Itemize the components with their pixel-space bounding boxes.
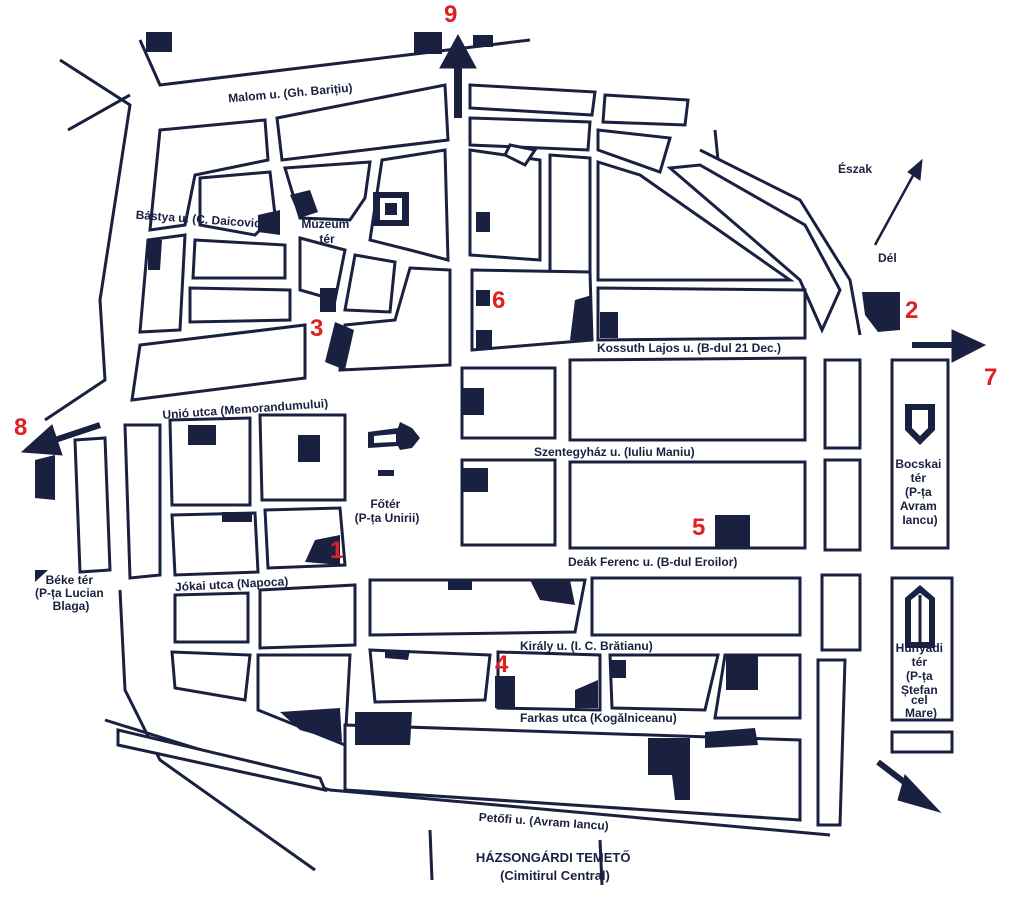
street-label-malom: Malom u. (Gh. Barițiu) xyxy=(228,81,353,106)
arrow-north-icon xyxy=(439,33,477,118)
buildings xyxy=(35,32,900,800)
street-label-szentegyhaz: Szentegyház u. (Iuliu Maniu) xyxy=(534,445,695,459)
square-label-muzeum: Múzeum tér xyxy=(301,217,352,246)
square-label-bocskai: Bocskai tér (P-ța Avram Iancu) xyxy=(895,457,944,527)
marker-6: 6 xyxy=(492,287,505,314)
street-label-deak: Deák Ferenc u. (B-dul Eroilor) xyxy=(568,555,737,569)
marker-7: 7 xyxy=(984,364,997,391)
street-label-kiraly: Király u. (I. C. Brătianu) xyxy=(520,639,653,653)
square-label-hunyadi: Hunyadi tér (P-ța Ștefan cel Mare) xyxy=(896,641,947,720)
street-label-kossuth: Kossuth Lajos u. (B-dul 21 Dec.) xyxy=(597,341,781,355)
compass-arrow-icon xyxy=(873,158,923,246)
cemetery-label: HÁZSONGÁRDI TEMETŐ (Cimitirul Central) xyxy=(476,850,634,883)
compass-north-label: Észak xyxy=(838,161,872,176)
square-label-foter: Főtér (P-ța Unirii) xyxy=(355,497,420,525)
arrow-west-icon xyxy=(20,422,101,456)
square-label-beke: Béke tér (P-ța Lucian Blaga) xyxy=(35,573,107,613)
marker-3: 3 xyxy=(310,315,323,342)
arrow-east-icon xyxy=(912,329,987,363)
church-icon xyxy=(368,422,420,450)
street-label-farkas: Farkas utca (Kogălniceanu) xyxy=(520,711,677,725)
street-blocks xyxy=(73,83,954,827)
museum-monument xyxy=(373,192,409,226)
marker-4: 4 xyxy=(495,651,509,678)
street-label-jokai: Jókai utca (Napoca) xyxy=(175,574,289,594)
marker-2: 2 xyxy=(905,297,918,324)
hunyadi-church-icon xyxy=(905,585,935,648)
marker-9: 9 xyxy=(444,1,457,28)
marker-1: 1 xyxy=(330,537,343,564)
bocskai-monument-icon xyxy=(905,404,935,445)
marker-8: 8 xyxy=(14,414,27,441)
compass-south-label: Dél xyxy=(878,251,897,265)
arrow-southeast-icon xyxy=(876,759,942,813)
marker-5: 5 xyxy=(692,514,705,541)
